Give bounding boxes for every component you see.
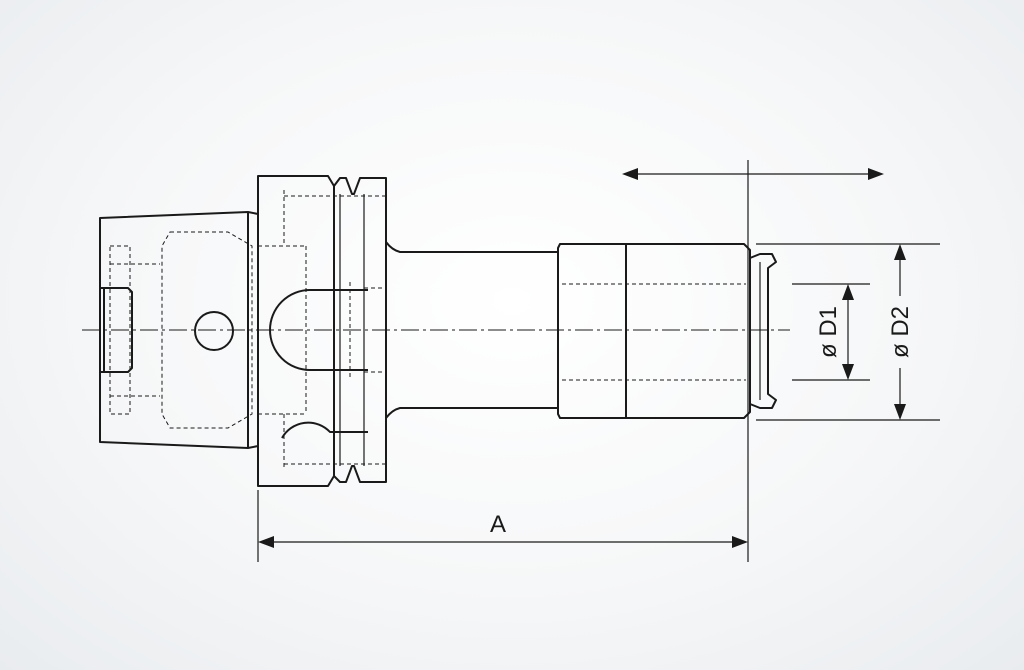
dimension-d1-label: ø D1 (815, 306, 842, 358)
adapter-body (557, 243, 777, 419)
dimension-d2-label: ø D2 (887, 306, 914, 358)
set-screw-hole (194, 311, 234, 351)
dimension-a: A (258, 511, 748, 548)
dimension-d2: ø D2 (887, 244, 914, 420)
dimension-a-label: A (490, 511, 506, 538)
collet-nut (99, 211, 259, 449)
flange-body (257, 175, 387, 487)
extension-lines (257, 160, 940, 562)
dimension-d1: ø D1 (815, 284, 854, 380)
shank (385, 241, 558, 419)
top-dimension-arrow (622, 168, 884, 180)
